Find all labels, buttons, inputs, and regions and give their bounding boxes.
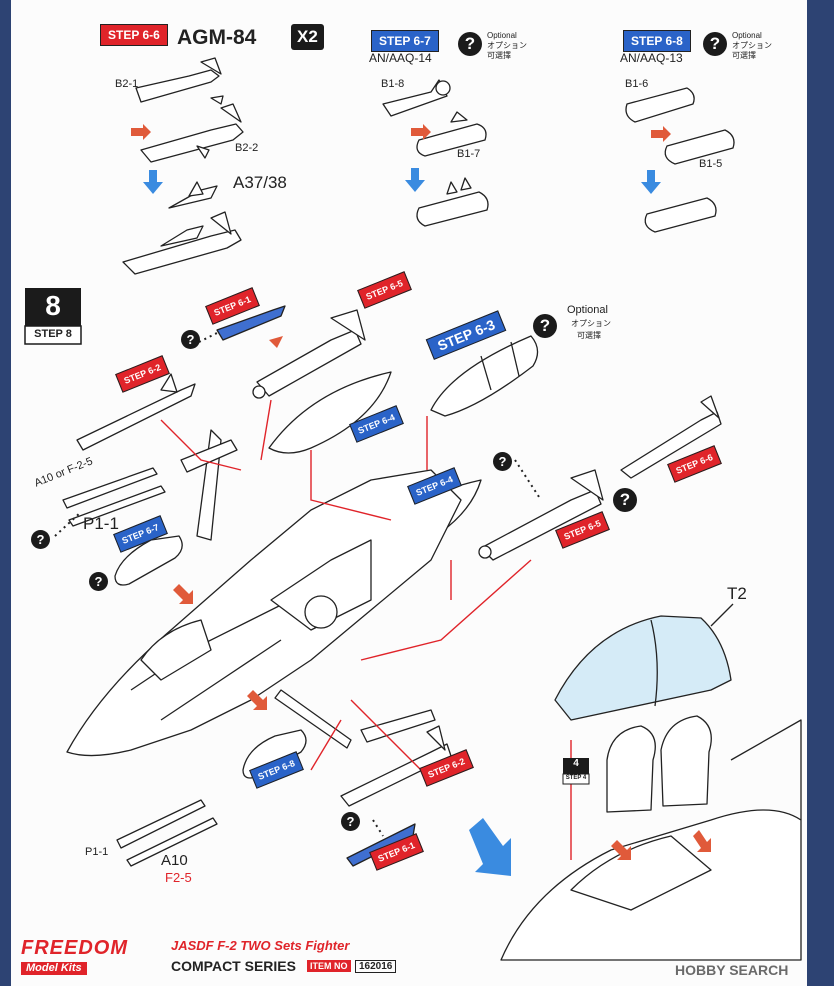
blue-missile-bottom: [346, 823, 416, 867]
optional-note-zh: 可選擇: [487, 51, 511, 60]
step-4-number: 4: [573, 758, 579, 769]
optional-note-ja: オプション: [732, 41, 772, 50]
optional-note-zh: 可選擇: [732, 51, 756, 60]
freedom-model-kits-logo: FREEDOM Model Kits: [21, 938, 128, 976]
hobby-search-watermark: HOBBY SEARCH: [675, 962, 789, 978]
brand-sub: Model Kits: [21, 962, 87, 975]
agm84-part-a37-38: [168, 181, 218, 209]
pylons-p1-1-top: [62, 467, 166, 527]
step-4-panel: [562, 758, 590, 785]
part-label-b1-8: B1-8: [381, 78, 405, 90]
optional-note: Optional: [487, 31, 517, 40]
part-label-p1-1-bottom: P1-1: [85, 846, 109, 858]
part-label-t2: T2: [727, 584, 747, 603]
question-icon: ?: [613, 488, 637, 512]
step-4-label: STEP 4: [565, 775, 587, 781]
part-label-b2-2: B2-2: [235, 142, 259, 154]
brand-name: FREEDOM: [21, 937, 128, 959]
optional-note: Optional: [732, 31, 762, 40]
an-aaq-14-label: AN/AAQ-14: [369, 51, 432, 65]
question-icon: ?: [89, 572, 108, 591]
step-6-6-tag: STEP 6-6: [100, 24, 168, 46]
an-aaq-13-label: AN/AAQ-13: [620, 51, 683, 65]
optional-note-main: Optional: [567, 304, 608, 316]
question-icon: ?: [31, 530, 50, 549]
part-label-b1-6: B1-6: [625, 78, 649, 90]
optional-note-main-zh: 可選擇: [577, 331, 601, 340]
optional-note-ja: オプション: [487, 41, 527, 50]
aaq13-part-b1-5: [664, 129, 735, 165]
f2-fighter-fuselage: [66, 429, 462, 757]
part-label-b2-1: B2-1: [115, 78, 139, 90]
aaq13-assembled: [644, 197, 717, 233]
part-label-a10: A10: [161, 852, 188, 869]
item-no-label: ITEM NO: [307, 960, 351, 972]
lower-aam-missile: [340, 725, 452, 807]
aaq14-assembled: [416, 177, 489, 227]
drop-tank-top: [268, 371, 392, 454]
optional-question-icon: ?: [533, 314, 557, 338]
part-label-b1-7: B1-7: [457, 148, 481, 160]
assembly-illustration: [24, 57, 802, 961]
pylons-p1-1-bottom: [116, 799, 218, 867]
step-6-8-tag: STEP 6-8: [623, 30, 691, 52]
agm84-assembled: [122, 211, 242, 275]
canopy-t2: [554, 615, 732, 721]
right-aam-missile: [620, 395, 722, 479]
underwing-pylons: [274, 689, 436, 749]
part-label-p1-1-top: P1-1: [83, 514, 119, 533]
step-8-panel: [24, 288, 82, 345]
quantity-x2-badge: X2: [291, 24, 324, 50]
optional-question-icon: ?: [458, 32, 482, 56]
agm84-part-b2-1: [135, 57, 224, 105]
t2-pointer: [710, 603, 734, 627]
question-icon: ?: [493, 452, 512, 471]
part-label-f2-5: F2-5: [165, 870, 192, 885]
step-8-label: STEP 8: [34, 328, 72, 340]
blue-missile-top: [216, 305, 286, 341]
aaq14-part-b1-7: [416, 111, 487, 157]
optional-note-main-ja: オプション: [571, 319, 611, 328]
series-name: COMPACT SERIES: [171, 958, 296, 974]
pilot-figures: [606, 715, 712, 813]
part-label-b1-5: B1-5: [699, 158, 723, 170]
aaq14-part-b1-8: [382, 79, 451, 117]
bomb-top-center: [252, 309, 366, 399]
left-aam-missile: [76, 373, 196, 451]
product-title: JASDF F-2 TWO Sets Fighter: [171, 938, 350, 953]
question-icon: ?: [181, 330, 200, 349]
aaq13-part-b1-6: [625, 87, 695, 123]
step-8-number: 8: [45, 290, 61, 321]
part-label-a37-38: A37/38: [233, 173, 287, 192]
pod-step-6-3: [430, 335, 539, 417]
agm84-part-b2-2: [140, 103, 244, 163]
bomb-right: [478, 469, 604, 561]
optional-question-icon: ?: [703, 32, 727, 56]
question-icon: ?: [341, 812, 360, 831]
item-no-value: 162016: [355, 960, 397, 973]
step-6-7-tag: STEP 6-7: [371, 30, 439, 52]
agm84-title: AGM-84: [177, 26, 257, 49]
pod-step-6-7: [114, 535, 183, 586]
instruction-sheet: STEP 6-6 AGM-84 X2 B2-1 B2-2 A37/38 STEP…: [11, 0, 807, 986]
